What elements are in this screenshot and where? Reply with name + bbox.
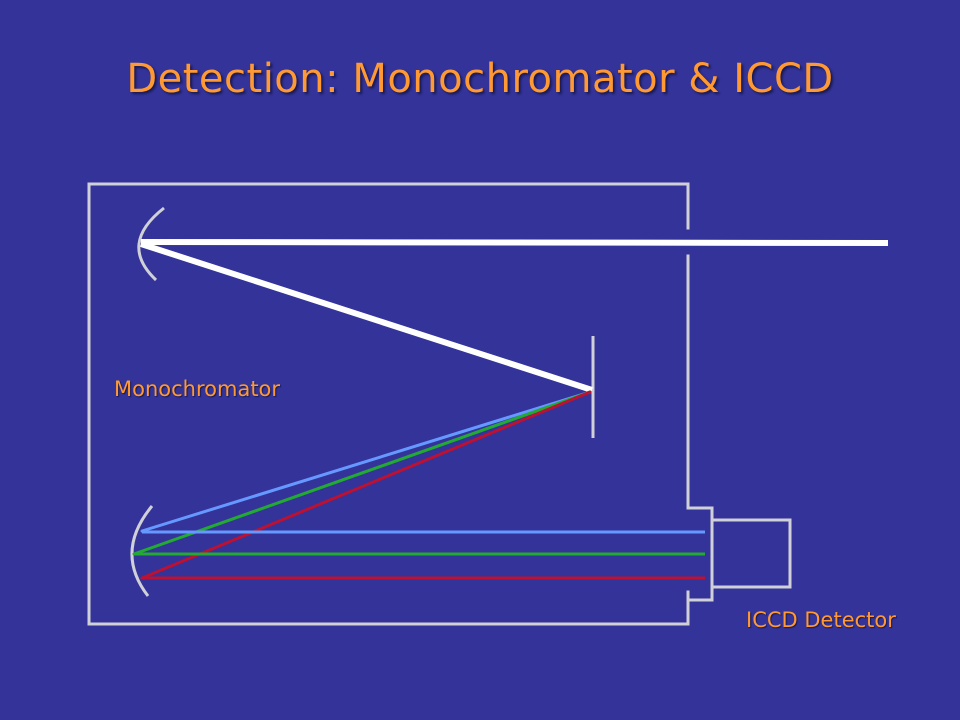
iccd-detector bbox=[686, 506, 792, 602]
slide-title: Detection: Monochromator & ICCD bbox=[126, 56, 834, 102]
monochromator-housing bbox=[87, 182, 690, 626]
focused-rays bbox=[134, 530, 705, 580]
monochromator-label: Monochromator bbox=[114, 377, 281, 401]
ray-green-dispersed bbox=[132, 390, 592, 556]
ray-red-dispersed bbox=[140, 390, 592, 580]
beam-to-grating bbox=[140, 241, 593, 393]
incoming-beam bbox=[140, 239, 889, 246]
dispersed-rays bbox=[132, 390, 592, 580]
ray-blue-dispersed bbox=[140, 390, 592, 533]
iccd-detector-label: ICCD Detector bbox=[746, 608, 896, 632]
collimating-mirror bbox=[137, 206, 165, 282]
input-beam bbox=[140, 239, 889, 393]
focusing-mirror bbox=[130, 505, 154, 597]
iccd-detector-housing bbox=[686, 506, 792, 602]
